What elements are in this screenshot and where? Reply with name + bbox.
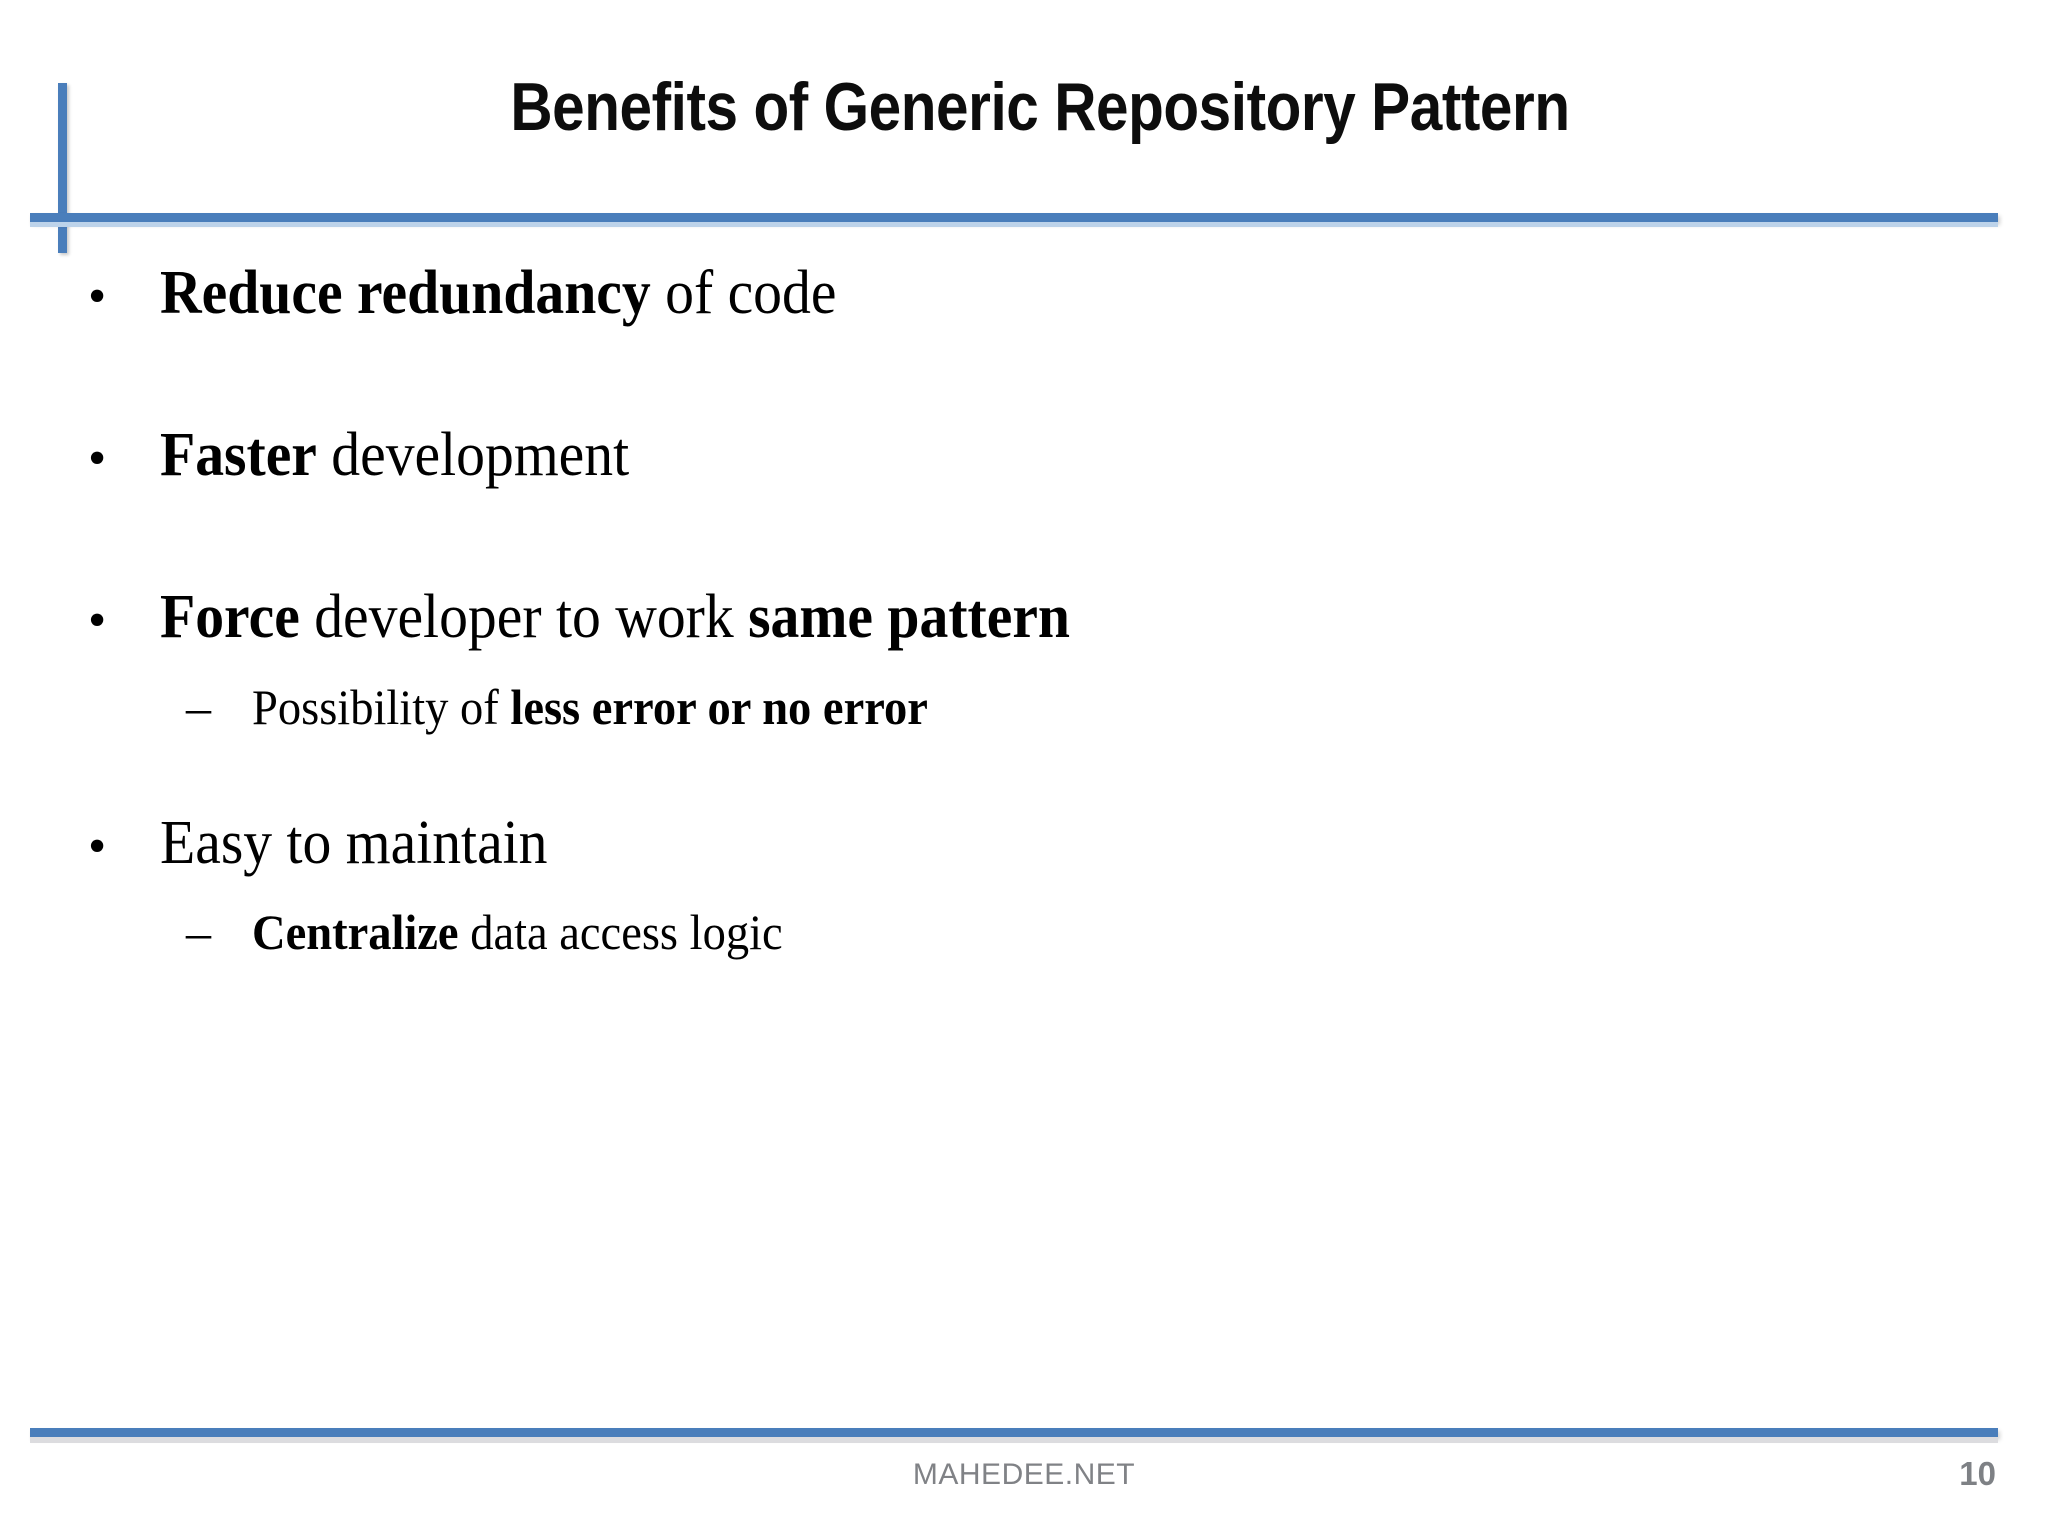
bullet-text-run: Easy to maintain (160, 809, 548, 877)
bullet-dot-icon: • (88, 818, 107, 875)
bullet-text: Faster development (160, 424, 629, 486)
bullet-list: • Reduce redundancy of code • Faster develo… (0, 262, 2048, 1412)
bullet-item: • Force developer to work same pattern (88, 586, 1138, 648)
bullet-text: Easy to maintain (160, 812, 548, 874)
bullet-item: • Easy to maintain (88, 812, 577, 874)
footer-divider-shadow (30, 1437, 1998, 1443)
bullet-text-run: of code (650, 259, 837, 327)
bullet-text: Force developer to work same pattern (160, 586, 1070, 648)
bullet-item: –Possibility of less error or no error (186, 682, 979, 732)
bullet-dot-icon: • (88, 268, 107, 325)
bullet-text-emphasis: Force (160, 583, 300, 651)
bullet-text-run: Possibility of (252, 679, 511, 735)
bullet-dot-icon: • (88, 592, 107, 649)
bullet-dash-icon: – (186, 904, 211, 960)
bullet-text-emphasis: same pattern (748, 583, 1070, 651)
footer-divider-rule (30, 1428, 1998, 1437)
footer-brand-label: MAHEDEE.NET (912, 1458, 1136, 1491)
slide-page-number: 10 (1959, 1455, 1996, 1492)
bullet-text: Possibility of less error or no error (252, 682, 928, 732)
title-underline-rule-light (30, 222, 1998, 227)
bullet-text-run: developer to work (299, 583, 749, 651)
bullet-text-emphasis: Faster (160, 421, 317, 489)
bullet-dash-icon: – (186, 679, 211, 735)
page-title: Benefits of Generic Repository Pattern (510, 69, 1570, 145)
bullet-item: –Centralize data access logic (186, 907, 823, 957)
bullet-text-emphasis: Reduce redundancy (160, 259, 651, 327)
bullet-text: Reduce redundancy of code (160, 262, 836, 324)
bullet-text: Centralize data access logic (252, 907, 783, 957)
title-vertical-accent-bar (58, 83, 67, 253)
title-underline-rule (30, 213, 1998, 222)
bullet-item: • Reduce redundancy of code (88, 262, 887, 324)
bullet-item: • Faster development (88, 424, 664, 486)
bullet-text-emphasis: less error or no error (510, 679, 928, 735)
bullet-text-run: data access logic (458, 904, 783, 960)
bullet-text-emphasis: Centralize (252, 904, 459, 960)
bullet-dot-icon: • (88, 430, 107, 487)
bullet-text-run: development (316, 421, 630, 489)
